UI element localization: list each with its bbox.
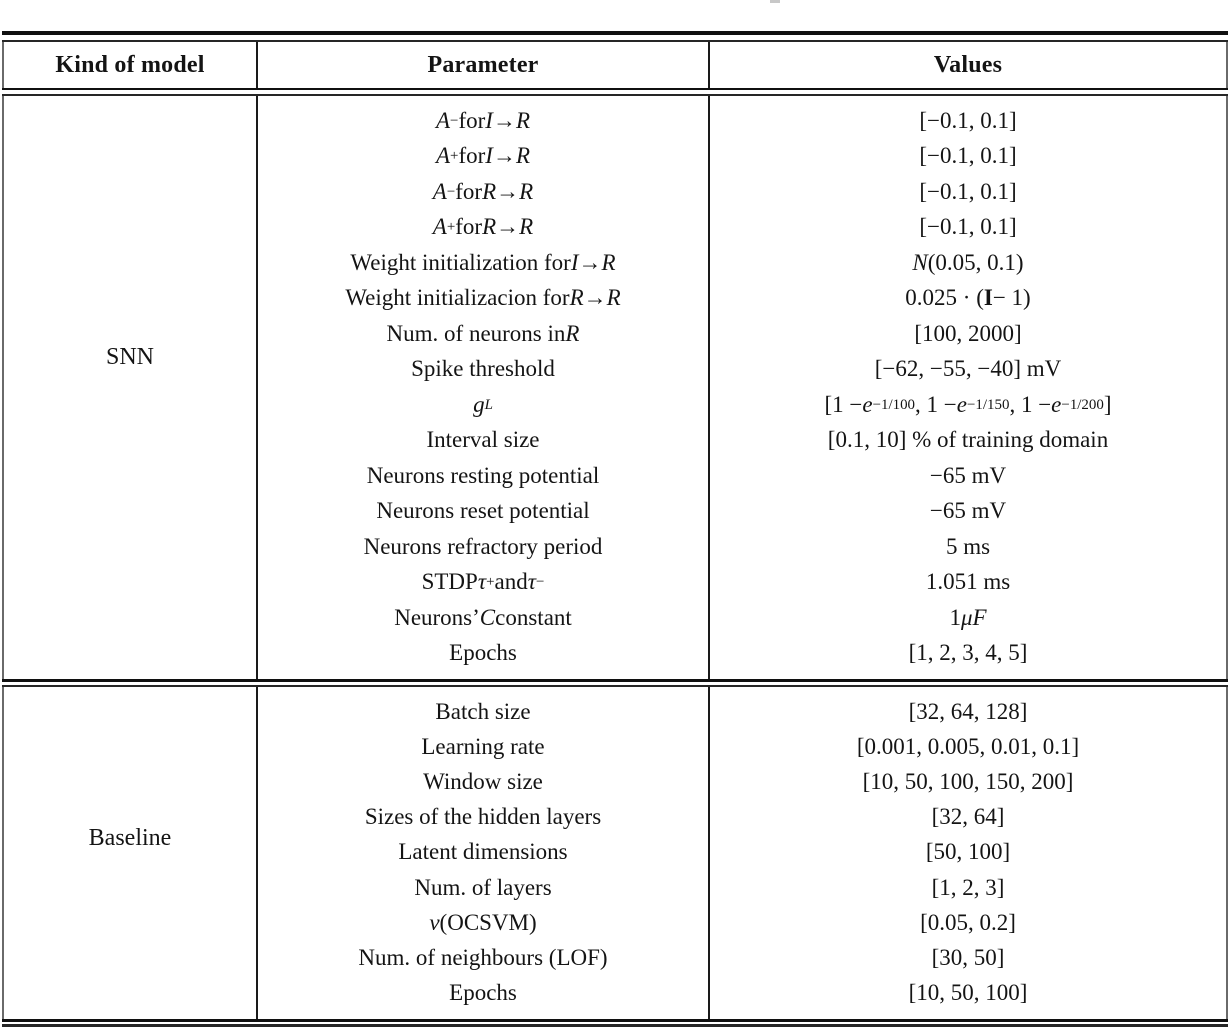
parameter-cell: Latent dimensions: [398, 839, 568, 865]
parameter-cell: Weight initializacion for R → R: [345, 285, 621, 311]
value-cell: [−0.1, 0.1]: [919, 178, 1017, 204]
parameter-cell: A+ for R → R: [432, 214, 534, 240]
parameter-cell: Interval size: [426, 427, 540, 453]
top-margin: [2, 0, 1228, 31]
rule-line: [2, 685, 1228, 687]
parameter-cell: Batch size: [435, 698, 531, 724]
rule-line: [2, 679, 1228, 682]
model-label-text: SNN: [105, 344, 154, 370]
value-cell: [100, 2000]: [914, 320, 1022, 346]
parameter-cell: ν (OCSVM): [429, 909, 537, 935]
parameter-cell: Neurons resting potential: [366, 462, 600, 488]
caption-fragment: [770, 0, 780, 3]
value-cell: 5 ms: [945, 533, 991, 559]
value-cell: [10, 50, 100]: [908, 980, 1028, 1006]
snn-parameter-column: A− for I → R A+ for I → R A− for R → R A+ f…: [258, 96, 710, 679]
value-cell: [−0.1, 0.1]: [919, 143, 1017, 169]
value-cell: 0.025 · (I − 1): [905, 285, 1031, 311]
value-cell: [50, 100]: [925, 839, 1011, 865]
parameter-cell: Neurons reset potential: [376, 498, 590, 524]
parameter-cell: A− for I → R: [435, 107, 531, 133]
value-cell: [1, 2, 3, 4, 5]: [908, 640, 1028, 666]
value-cell: [−0.1, 0.1]: [919, 214, 1017, 240]
model-label-snn: SNN: [2, 96, 258, 679]
value-cell: N(0.05, 0.1): [912, 249, 1024, 275]
value-cell: [0.1, 10] % of training domain: [827, 427, 1109, 453]
parameter-cell: Epochs: [449, 980, 517, 1006]
rule-line: [2, 40, 1228, 42]
bottom-double-rule: [2, 1018, 1228, 1027]
section-snn: SNN A− for I → R A+ for I → R A− for R → R…: [2, 96, 1228, 679]
parameter-cell: Sizes of the hidden layers: [364, 804, 602, 830]
model-label-baseline: Baseline: [2, 687, 258, 1019]
rule-line: [2, 94, 1228, 96]
parameter-cell: Spike threshold: [411, 356, 555, 382]
value-cell: [0.001, 0.005, 0.01, 0.1]: [856, 733, 1080, 759]
parameter-cell: A− for R → R: [432, 178, 534, 204]
parameter-cell: Learning rate: [421, 733, 545, 759]
value-cell: [−62, −55, −40] mV: [874, 356, 1062, 382]
parameter-cell: Epochs: [449, 640, 517, 666]
value-cell: −65 mV: [929, 462, 1007, 488]
parameter-cell: Num. of layers: [414, 874, 552, 900]
top-double-rule: [2, 31, 1228, 42]
value-cell: [1, 2, 3]: [931, 874, 1005, 900]
rule-line: [2, 88, 1228, 90]
parameter-cell: Weight initialization for I → R: [350, 249, 616, 275]
section-divider-double-rule: [2, 679, 1228, 687]
value-cell: [10, 50, 100, 150, 200]: [862, 768, 1074, 794]
header-double-rule: [2, 88, 1228, 96]
value-cell: −65 mV: [929, 498, 1007, 524]
parameter-cell: STDP τ+ and τ−: [421, 569, 545, 595]
value-cell: 1 μF: [949, 604, 987, 630]
value-cell: [−0.1, 0.1]: [919, 107, 1017, 133]
baseline-value-column: [32, 64, 128] [0.001, 0.005, 0.01, 0.1] [1…: [710, 687, 1228, 1019]
header-kind-of-model: Kind of model: [2, 42, 258, 88]
parameter-cell: Num. of neurons in R: [386, 320, 580, 346]
snn-value-column: [−0.1, 0.1] [−0.1, 0.1] [−0.1, 0.1] [−0.1, …: [710, 96, 1228, 679]
value-cell: [0.05, 0.2]: [920, 909, 1016, 935]
parameter-cell: Neurons’ C constant: [394, 604, 572, 630]
parameter-cell: Num. of neighbours (LOF): [358, 944, 608, 970]
value-cell: [1 − e−1/100, 1 − e−1/150, 1 − e−1/200]: [824, 391, 1112, 417]
parameter-cell: A+ for I → R: [435, 143, 531, 169]
value-cell: [32, 64]: [931, 804, 1005, 830]
value-cell: [30, 50]: [931, 944, 1005, 970]
rule-line: [2, 31, 1228, 35]
table-header-row: Kind of model Parameter Values: [2, 42, 1228, 88]
value-cell: 1.051 ms: [925, 569, 1011, 595]
rule-line: [2, 1023, 1228, 1027]
model-label-text: Baseline: [88, 825, 172, 852]
parameter-cell: Neurons refractory period: [363, 533, 603, 559]
rule-line: [2, 1018, 1228, 1022]
header-values: Values: [710, 42, 1228, 88]
header-parameter: Parameter: [258, 42, 710, 88]
value-cell: [32, 64, 128]: [908, 698, 1028, 724]
parameter-cell: Window size: [423, 768, 543, 794]
